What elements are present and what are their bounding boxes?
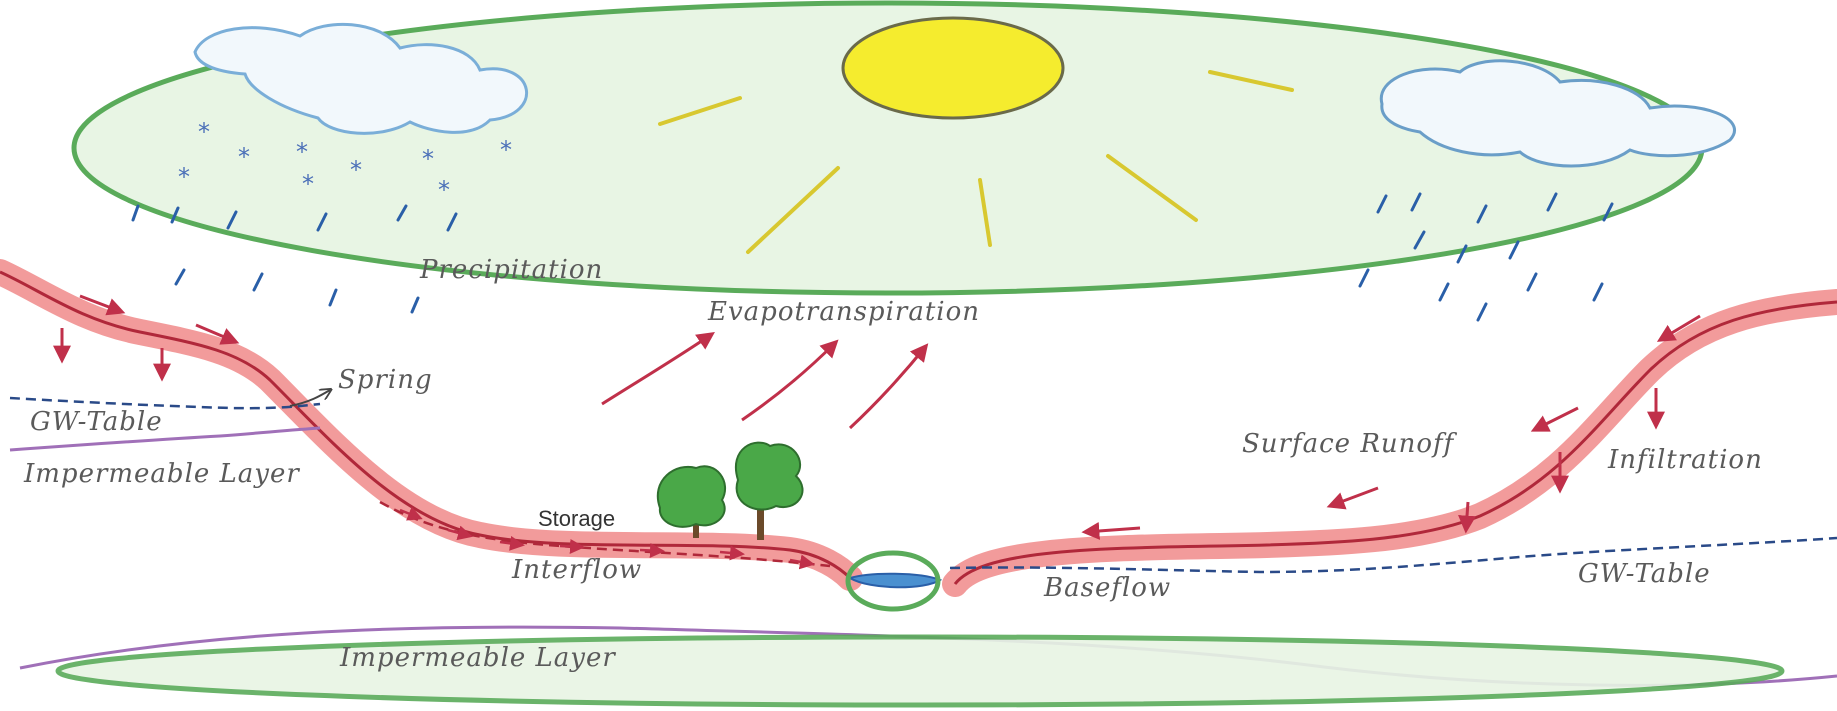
label-impermeable-layer-left: Impermeable Layer (23, 459, 300, 489)
label-evapotranspiration: Evapotranspiration (707, 297, 980, 327)
label-infiltration: Infiltration (1607, 445, 1763, 475)
label-interflow: Interflow (511, 555, 642, 585)
svg-text:*: * (302, 170, 314, 198)
svg-text:*: * (178, 163, 190, 191)
label-spring: Spring (338, 365, 433, 395)
svg-text:*: * (238, 143, 250, 171)
tree-icon (736, 443, 803, 540)
bottom-layer-highlight (58, 637, 1782, 705)
svg-text:*: * (438, 176, 450, 204)
label-impermeable-layer-bottom: Impermeable Layer (339, 643, 616, 673)
svg-text:*: * (500, 136, 512, 164)
label-gw-table-left: GW-Table (30, 407, 163, 437)
svg-text:*: * (422, 145, 434, 173)
label-storage: Storage (538, 506, 615, 531)
label-baseflow: Baseflow (1043, 573, 1171, 603)
svg-text:*: * (350, 156, 362, 184)
river-icon (848, 553, 940, 609)
tree-icon (658, 466, 725, 538)
label-precipitation: Precipitation (419, 255, 603, 285)
label-surface-runoff: Surface Runoff (1242, 429, 1458, 459)
svg-text:*: * (198, 118, 210, 146)
evapotranspiration-arrows (602, 334, 926, 428)
label-gw-table-right: GW-Table (1578, 559, 1711, 589)
svg-text:*: * (296, 138, 308, 166)
